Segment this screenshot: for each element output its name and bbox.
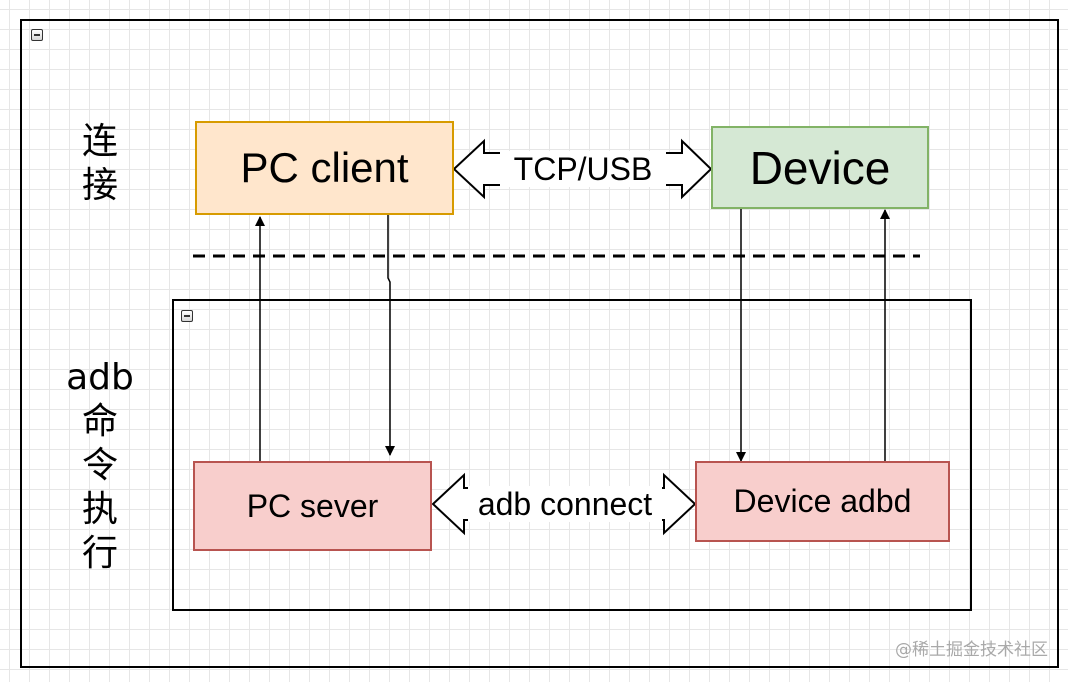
connection-label-char-1: 连 bbox=[81, 121, 118, 162]
tcp-usb-label-text: TCP/USB bbox=[513, 150, 653, 187]
pc-server-node[interactable]: PC sever bbox=[193, 461, 432, 551]
adb-exec-label-line-5: 行 bbox=[81, 533, 118, 574]
watermark-text: @稀土掘金技术社区 bbox=[895, 640, 1048, 660]
device-adbd-label: Device adbd bbox=[733, 483, 912, 519]
adb-container bbox=[172, 299, 972, 611]
adb-connect-edge-label: adb connect bbox=[468, 486, 662, 522]
device-node[interactable]: Device bbox=[711, 126, 929, 209]
pc-server-label: PC sever bbox=[246, 487, 379, 524]
connection-label-char-2: 接 bbox=[81, 165, 118, 206]
outer-container bbox=[20, 19, 1059, 668]
adb-exec-label-line-3: 令 bbox=[81, 445, 118, 486]
arrow-pcclient-to-pcserver bbox=[385, 215, 395, 456]
connection-side-label: 连 接 bbox=[75, 120, 125, 208]
adb-connect-label-text: adb connect bbox=[477, 485, 653, 522]
pc-client-node[interactable]: PC client bbox=[195, 121, 454, 215]
adb-container-collapse-icon[interactable] bbox=[181, 310, 193, 322]
pc-client-label: PC client bbox=[240, 144, 409, 191]
adb-exec-label-line-2: 命 bbox=[81, 401, 118, 442]
tcp-usb-edge-label: TCP/USB bbox=[500, 151, 666, 187]
adb-exec-side-label: adb 命 令 执 行 bbox=[62, 356, 138, 576]
device-label: Device bbox=[749, 141, 891, 194]
adb-exec-label-line-4: 执 bbox=[81, 489, 118, 530]
outer-container-collapse-icon[interactable] bbox=[31, 29, 43, 41]
adb-exec-label-line-1: adb bbox=[66, 357, 134, 398]
device-adbd-node[interactable]: Device adbd bbox=[695, 461, 950, 542]
